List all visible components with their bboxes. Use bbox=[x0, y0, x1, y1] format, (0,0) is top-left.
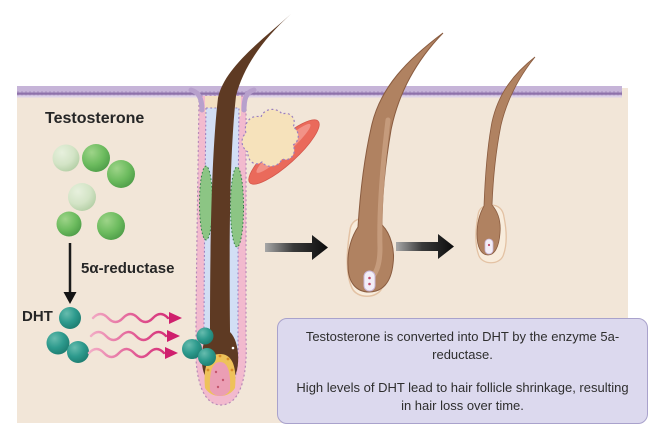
bulge-stem-cells-left bbox=[199, 165, 213, 241]
dht-molecule bbox=[182, 339, 202, 359]
testosterone-molecules bbox=[52, 144, 135, 240]
testosterone-molecule bbox=[52, 144, 80, 172]
dermal-papilla-large bbox=[209, 362, 231, 396]
testosterone-molecule bbox=[97, 212, 125, 240]
hair-shaft-large bbox=[201, 14, 291, 385]
skin-surface bbox=[17, 86, 622, 98]
dht-molecules bbox=[46, 307, 89, 363]
arrow-down-head bbox=[63, 292, 77, 304]
arrow-right-icon bbox=[265, 235, 328, 260]
wavy-arrowhead bbox=[165, 347, 178, 359]
wavy-arrowhead bbox=[169, 312, 182, 324]
wavy-arrow-icon bbox=[87, 347, 166, 359]
epidermis-dip-right bbox=[241, 87, 257, 113]
bulge-stem-cells-right bbox=[230, 166, 244, 248]
hair-follicle-small bbox=[475, 56, 536, 264]
papilla-dots bbox=[214, 370, 225, 389]
dht-molecules-follicle bbox=[182, 327, 216, 366]
infobox-paragraph-2: High levels of DHT lead to hair follicle… bbox=[296, 380, 629, 413]
dht-molecule bbox=[196, 327, 214, 345]
testosterone-molecule bbox=[107, 160, 135, 188]
explanation-box: Testosterone is converted into DHT by th… bbox=[277, 318, 648, 425]
testosterone-molecule bbox=[56, 211, 82, 237]
papilla-dot bbox=[487, 243, 491, 247]
dht-signal-arrowheads bbox=[165, 312, 182, 359]
arrow-down-icon bbox=[63, 243, 77, 304]
epidermis-base bbox=[17, 95, 622, 98]
infobox-paragraph-1: Testosterone is converted into DHT by th… bbox=[305, 329, 620, 362]
dht-molecule bbox=[67, 341, 89, 363]
hair-shaft-small bbox=[476, 56, 536, 256]
sparkle bbox=[231, 346, 235, 350]
hair-shaft-medium-highlight bbox=[369, 117, 391, 280]
enzyme-label: 5α-reductase bbox=[81, 260, 175, 277]
sebaceous-gland bbox=[241, 108, 299, 167]
hair-follicle-medium bbox=[346, 32, 444, 297]
papilla-dot bbox=[368, 282, 371, 286]
testosterone-molecule bbox=[82, 144, 110, 172]
papilla-dot bbox=[368, 276, 371, 280]
testosterone-molecule bbox=[68, 183, 96, 211]
arrow-right-icon bbox=[396, 234, 454, 259]
dermal-papilla-medium bbox=[363, 270, 376, 292]
epidermis-band bbox=[17, 86, 622, 96]
dermal-papilla-small bbox=[484, 238, 494, 255]
wavy-arrow-icon bbox=[91, 312, 170, 324]
wavy-arrowhead bbox=[167, 330, 180, 342]
epidermis-line bbox=[17, 92, 622, 95]
hair-shaft-medium bbox=[347, 32, 444, 293]
wavy-arrow-icon bbox=[89, 330, 168, 342]
epidermis-dip-left bbox=[188, 87, 205, 113]
dht-molecule bbox=[59, 307, 81, 329]
testosterone-label: Testosterone bbox=[45, 110, 145, 127]
dht-signal-arrows bbox=[87, 312, 170, 359]
hair-follicle-large bbox=[188, 14, 320, 406]
dht-molecule bbox=[46, 331, 70, 355]
dht-label: DHT bbox=[22, 308, 53, 325]
dht-molecule bbox=[198, 348, 216, 366]
